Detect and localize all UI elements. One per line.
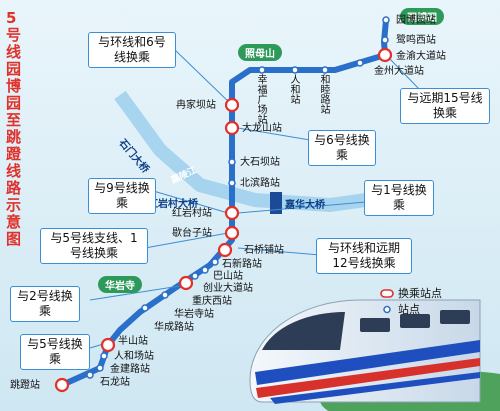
legend-row-transfer: 换乘站点 <box>380 285 442 301</box>
station-shixinlu[interactable]: 石新路站 <box>222 259 262 270</box>
callout-line1: 与1号线换乘 <box>364 180 434 216</box>
station-yuanboyuan[interactable]: 园博园站 <box>396 15 436 26</box>
callout-yuanqi15: 与远期15号线换乘 <box>400 88 490 124</box>
station-dalongshan[interactable]: 大龙山站 <box>242 123 282 134</box>
callout-huan12: 与环线和远期12号线换乘 <box>316 238 412 274</box>
river-jialing <box>114 90 381 213</box>
station-chongqingxi[interactable]: 重庆西站 <box>192 296 232 307</box>
station-xiezikou[interactable]: 歇台子站 <box>172 228 212 239</box>
station-renhechang[interactable]: 人和场站 <box>114 351 154 362</box>
legend-station-label: 站点 <box>398 303 420 316</box>
station-shiqiaopu[interactable]: 石桥铺站 <box>244 245 284 256</box>
station-jinyu[interactable]: 金渝大道站 <box>396 51 446 62</box>
station-huayansi[interactable]: 华岩寺站 <box>174 309 214 320</box>
station-dot-shixinlu[interactable] <box>211 258 219 266</box>
transfer-marker-dalongshan[interactable] <box>224 120 240 136</box>
station-dot-xingfu[interactable] <box>258 66 266 74</box>
jiahua-bridge-bar <box>270 192 282 214</box>
station-dot-beibinlu[interactable] <box>228 179 236 187</box>
station-dot-chuangye[interactable] <box>191 272 199 280</box>
transfer-marker-hongyancun[interactable] <box>224 205 240 221</box>
station-tiaodeng[interactable]: 跳蹬站 <box>10 380 40 391</box>
station-renhe[interactable]: 人和站 <box>290 75 301 106</box>
bridge-jiahua: 嘉华大桥 <box>285 200 325 211</box>
station-ranjiaba[interactable]: 冉家坝站 <box>176 100 216 111</box>
station-dot-renhe[interactable] <box>291 66 299 74</box>
station-dot-jinjianglu[interactable] <box>96 364 104 372</box>
callout-line5: 与5号线换乘 <box>20 334 90 370</box>
station-dashiba[interactable]: 大石坝站 <box>240 157 280 168</box>
transfer-marker-ranjiaba[interactable] <box>224 97 240 113</box>
station-dot-yuanboyuan[interactable] <box>382 16 390 24</box>
legend: 换乘站点 站点 <box>380 285 442 317</box>
train-illustration <box>249 299 481 404</box>
station-dot-shilong[interactable] <box>86 371 94 379</box>
callout-branch5: 与5号线支线、1号线换乘 <box>40 228 148 264</box>
area-label-huayansi: 华岩寺 <box>98 276 142 293</box>
bridge-hongyancun: 红岩村大桥 <box>148 199 198 210</box>
callout-huan6: 与环线和6号线换乘 <box>88 32 176 68</box>
callout-line6: 与6号线换乘 <box>308 130 376 166</box>
transfer-marker-banshan[interactable] <box>100 337 116 353</box>
callout-connectors <box>89 49 421 349</box>
station-dot-heshenglu[interactable] <box>321 66 329 74</box>
station-beibinlu[interactable]: 北滨路站 <box>240 178 280 189</box>
callout-line2: 与2号线换乘 <box>10 286 80 322</box>
station-jinjianglu[interactable]: 金建路站 <box>110 364 150 375</box>
legend-row-station: 站点 <box>380 301 442 317</box>
station-dot-bashan[interactable] <box>201 266 209 274</box>
station-luming[interactable]: 鹭鸣西站 <box>396 35 436 46</box>
transfer-marker-xiezikou[interactable] <box>224 225 240 241</box>
station-dot-dashiba[interactable] <box>228 158 236 166</box>
station-jinzhou[interactable]: 金州大道站 <box>374 66 424 77</box>
station-xingfu[interactable]: 幸福广场站 <box>257 75 268 126</box>
transfer-marker-tiaodeng[interactable] <box>54 377 70 393</box>
map-title: 5号线园博园至跳蹬线路示意图 <box>6 9 22 248</box>
station-heshenglu[interactable]: 和睦路站 <box>320 75 331 116</box>
legend-transfer-label: 换乘站点 <box>398 287 442 300</box>
station-huachenglu[interactable]: 华成路站 <box>154 322 194 333</box>
transfer-marker-shiqiaopu[interactable] <box>217 242 233 258</box>
area-label-yuanboyuan: 园博园 <box>400 8 444 25</box>
callout-line9: 与9号线换乘 <box>88 178 156 214</box>
transfer-marker-jinyu[interactable] <box>377 47 393 63</box>
station-legend-icon <box>383 305 391 313</box>
transfer-marker-chongqingxi[interactable] <box>178 275 194 291</box>
station-bashan[interactable]: 巴山站 <box>213 271 243 282</box>
station-banshan[interactable]: 半山站 <box>118 336 148 347</box>
station-hongyancun[interactable]: 红岩村站 <box>172 208 212 219</box>
station-dot-luming[interactable] <box>381 36 389 44</box>
station-chuangye[interactable]: 创业大道站 <box>203 283 253 294</box>
station-dot-huayansi[interactable] <box>161 291 169 299</box>
area-label-zhaomushan: 照母山 <box>238 44 282 61</box>
station-dot-renhechang[interactable] <box>100 352 108 360</box>
station-dot-huachenglu[interactable] <box>141 304 149 312</box>
transfer-legend-icon <box>380 288 394 298</box>
station-dot-jinzhou[interactable] <box>356 59 364 67</box>
station-shilong[interactable]: 石龙站 <box>100 377 130 388</box>
